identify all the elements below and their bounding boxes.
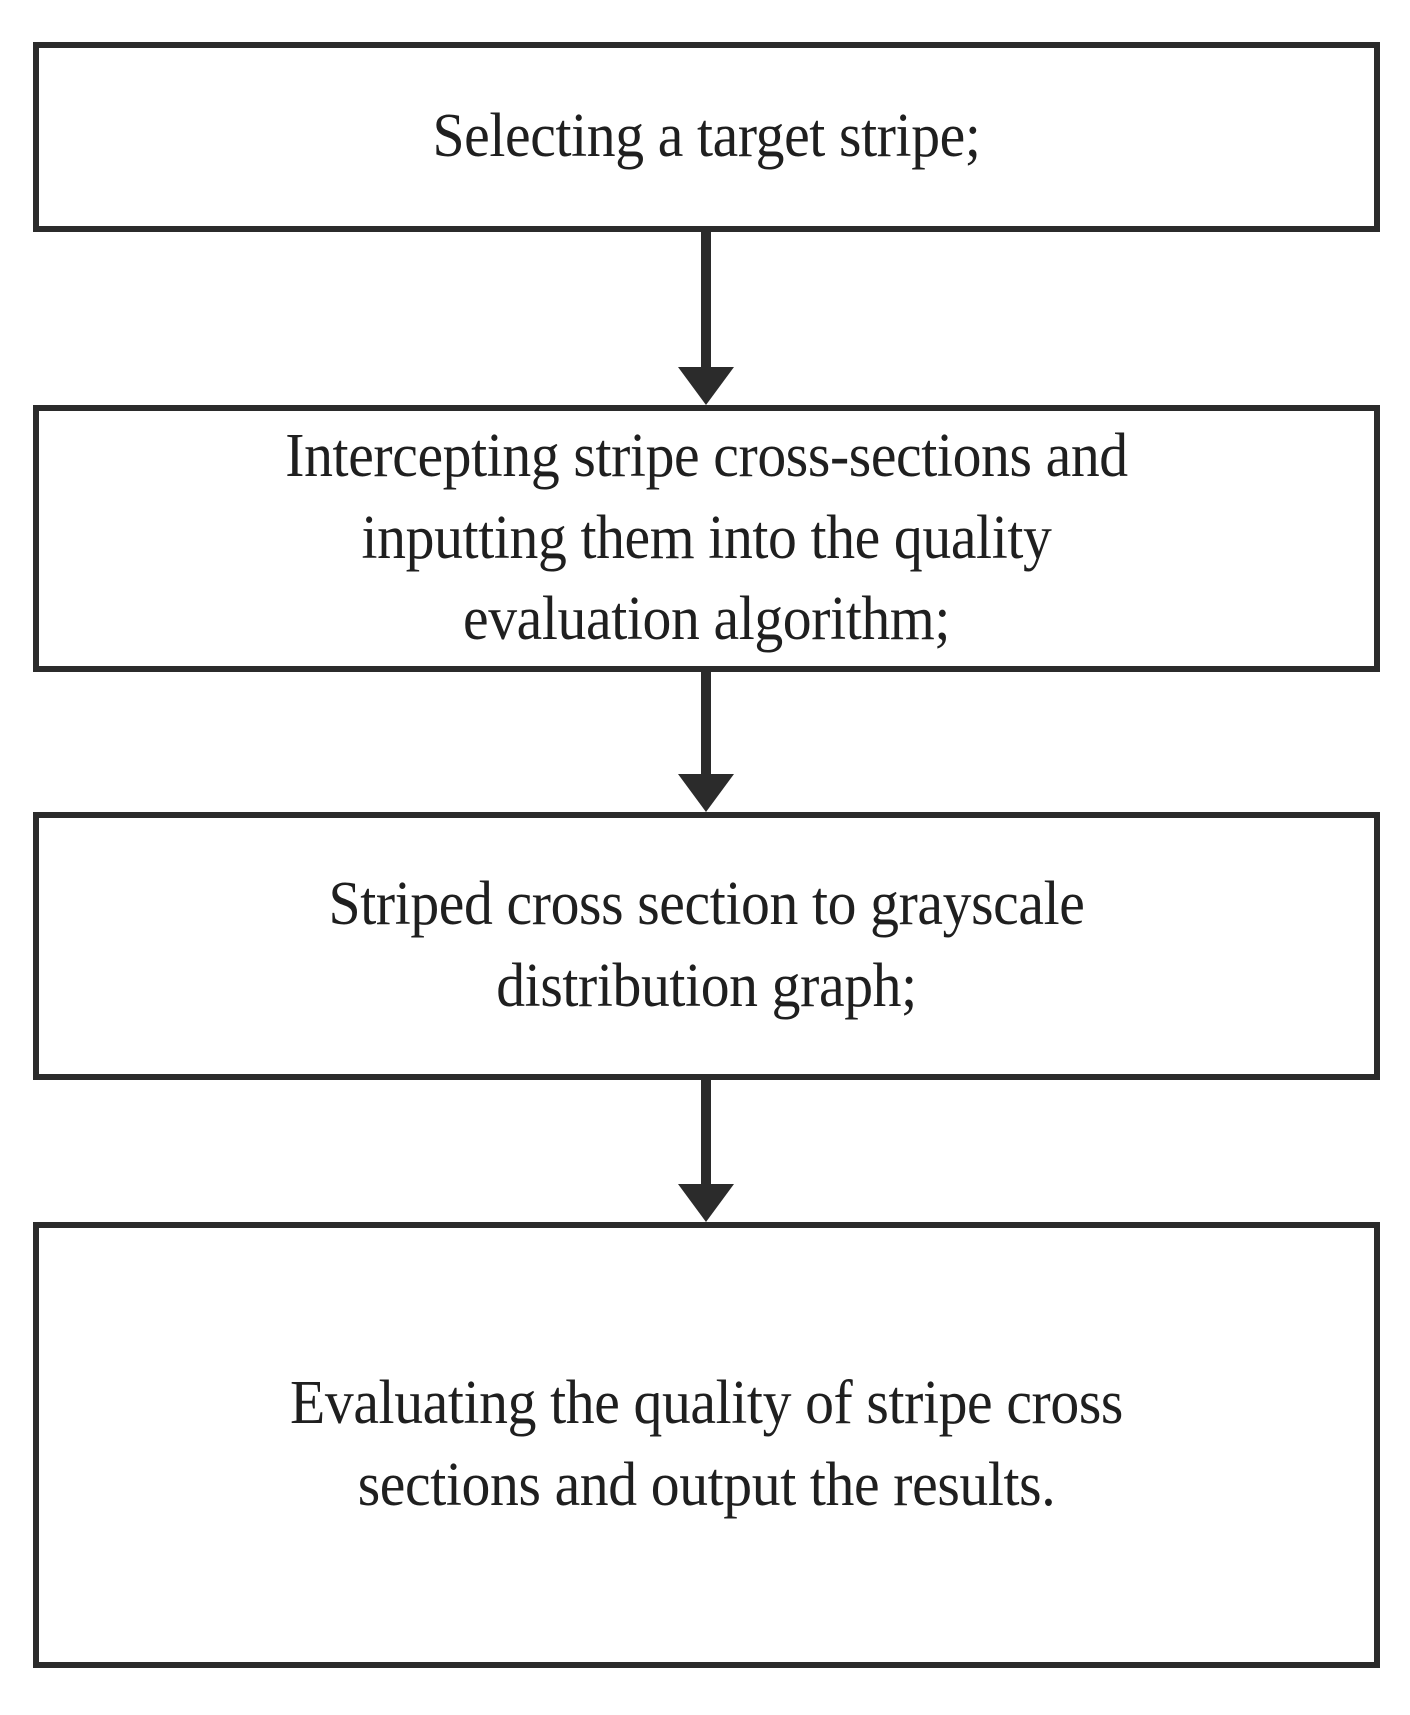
flowchart-node-label: Striped cross section to grayscale distr… bbox=[328, 870, 1085, 1020]
arrow-shaft bbox=[701, 672, 711, 774]
flowchart-node-step-4[interactable]: Evaluating the quality of stripe cross s… bbox=[33, 1222, 1380, 1668]
flowchart-arrow-step-3-to-step-4 bbox=[678, 1080, 734, 1222]
arrow-head-down-icon bbox=[678, 1184, 734, 1222]
flowchart-arrow-step-2-to-step-3 bbox=[678, 672, 734, 812]
flowchart-node-step-1[interactable]: Selecting a target stripe; bbox=[33, 42, 1380, 232]
flowchart-node-label: Selecting a target stripe; bbox=[432, 102, 981, 171]
arrow-head-down-icon bbox=[678, 367, 734, 405]
flowchart-node-step-3[interactable]: Striped cross section to grayscale distr… bbox=[33, 812, 1380, 1080]
arrow-head-down-icon bbox=[678, 774, 734, 812]
arrow-shaft bbox=[701, 1080, 711, 1184]
flowchart-node-step-2[interactable]: Intercepting stripe cross-sections and i… bbox=[33, 405, 1380, 672]
flowchart-arrow-step-1-to-step-2 bbox=[678, 232, 734, 405]
arrow-shaft bbox=[701, 232, 711, 367]
flowchart-node-label: Evaluating the quality of stripe cross s… bbox=[290, 1369, 1123, 1519]
flowchart-node-label: Intercepting stripe cross-sections and i… bbox=[285, 421, 1128, 654]
